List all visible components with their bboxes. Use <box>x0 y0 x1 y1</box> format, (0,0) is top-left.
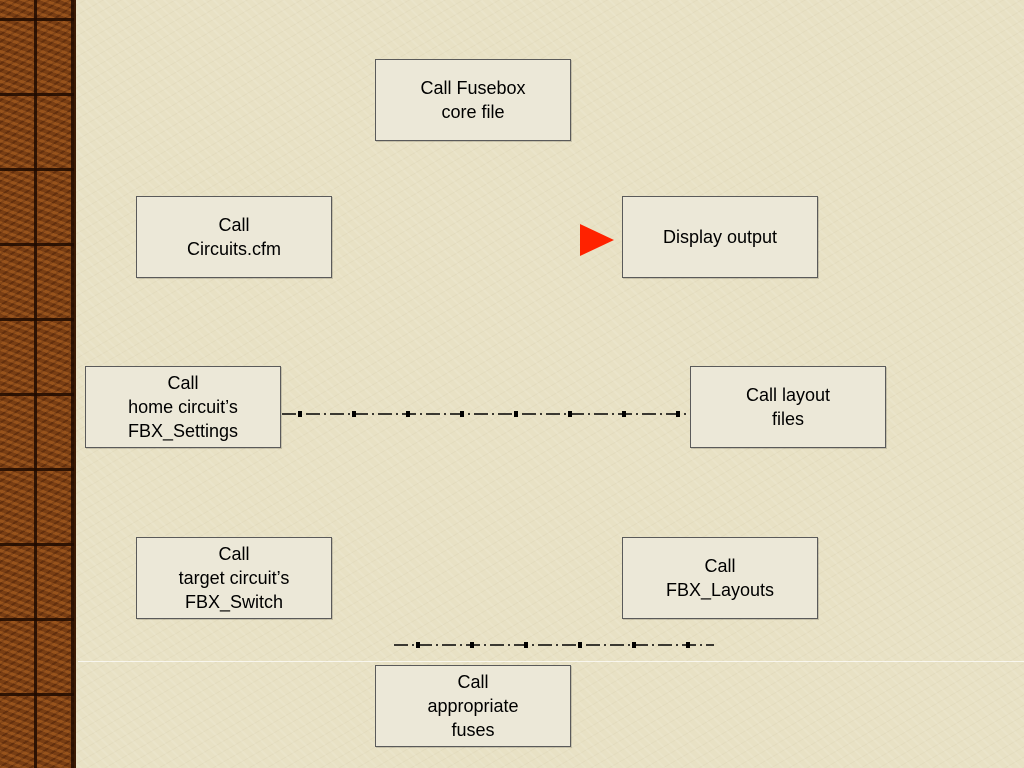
call-circuits-box: Call Circuits.cfm <box>136 196 332 278</box>
call-fuses-box: Call appropriate fuses <box>375 665 571 747</box>
play-arrow-icon <box>580 224 614 256</box>
connector-marker <box>460 411 464 417</box>
connector-marker <box>352 411 356 417</box>
connector-marker <box>632 642 636 648</box>
connector-fuses <box>394 642 714 648</box>
connector-marker <box>514 411 518 417</box>
call-fusebox-box: Call Fusebox core file <box>375 59 571 141</box>
divider-line <box>78 661 1024 662</box>
display-output-box: Display output <box>622 196 818 278</box>
connector-marker <box>416 642 420 648</box>
connector-marker <box>524 642 528 648</box>
connector-marker <box>578 642 582 648</box>
call-layout-files-box: Call layout files <box>690 366 886 448</box>
connector-marker <box>676 411 680 417</box>
connector-marker <box>470 642 474 648</box>
connector-marker <box>568 411 572 417</box>
call-target-switch-box: Call target circuit’s FBX_Switch <box>136 537 332 619</box>
call-fbx-layouts-box: Call FBX_Layouts <box>622 537 818 619</box>
wood-texture-sidebar <box>0 0 76 768</box>
connector-marker <box>622 411 626 417</box>
connector-marker <box>406 411 410 417</box>
connector-marker <box>298 411 302 417</box>
connector-settings-to-layout <box>282 411 690 417</box>
call-home-settings-box: Call home circuit’s FBX_Settings <box>85 366 281 448</box>
connector-marker <box>686 642 690 648</box>
